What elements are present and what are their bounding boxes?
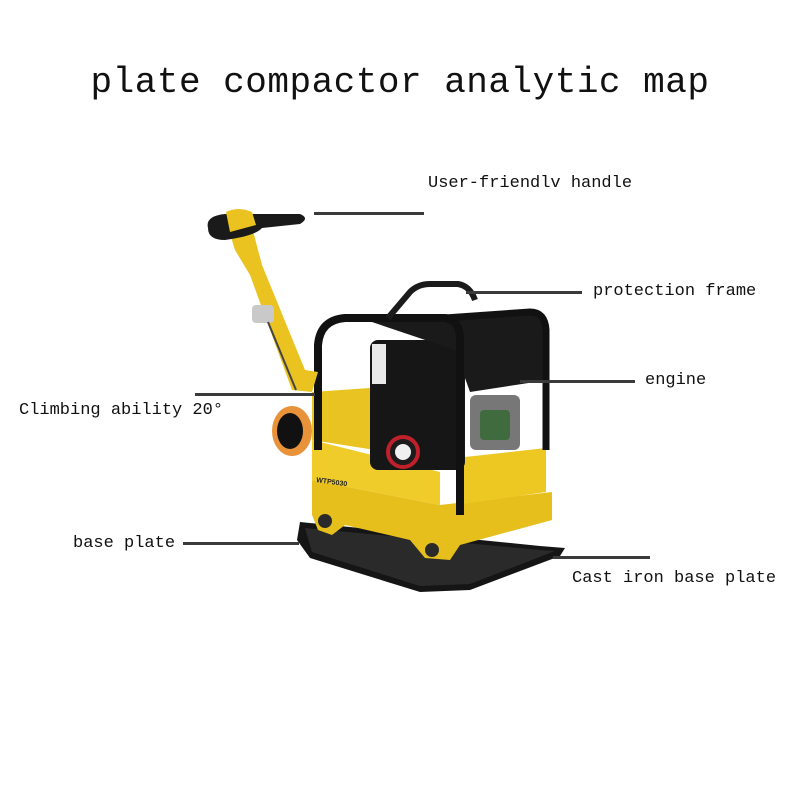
callout-line-handle — [314, 212, 424, 215]
callout-line-engine — [520, 380, 635, 383]
callout-line-base-plate — [183, 542, 299, 545]
diagram-title: plate compactor analytic map — [90, 62, 710, 103]
engine-block — [370, 340, 520, 470]
label-protection-frame: protection frame — [593, 282, 757, 301]
yellow-body: WTP5030 — [312, 388, 552, 560]
label-climbing-ability: Climbing ability 20° — [19, 401, 224, 420]
label-cast-iron-base-plate: Cast iron base plate — [572, 569, 777, 588]
transport-wheel — [272, 406, 312, 456]
label-handle: User-friendlv handle — [428, 174, 633, 193]
callout-line-climbing — [195, 393, 315, 396]
callout-line-protection-frame — [466, 291, 582, 294]
label-base-plate: base plate — [73, 534, 176, 553]
handle-arm — [207, 209, 318, 392]
label-engine: engine — [645, 371, 707, 390]
callout-line-cast-iron — [553, 556, 650, 559]
model-label: WTP5030 — [316, 477, 348, 488]
